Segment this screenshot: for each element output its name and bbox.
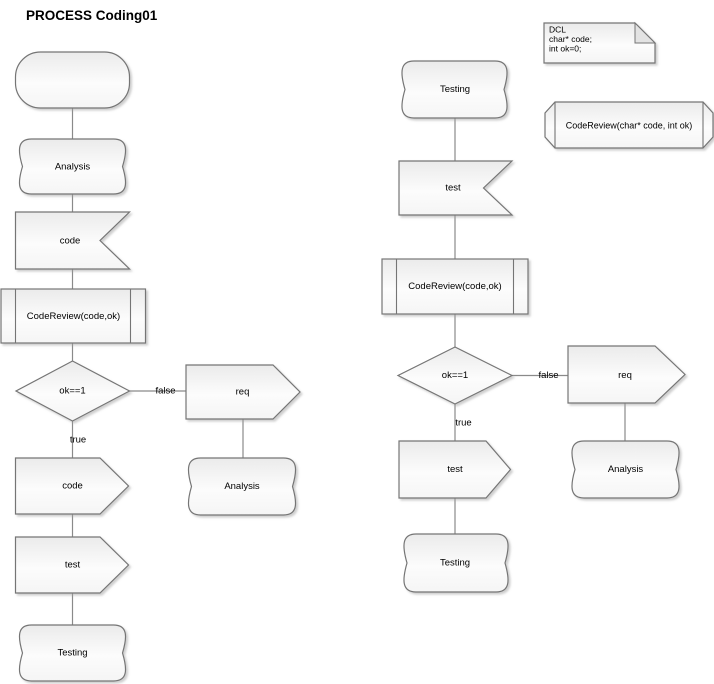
state-node-testing: Testing: [18, 624, 127, 682]
state-node-testing-top: Testing: [401, 60, 508, 119]
input-node-test-shape: [398, 160, 514, 216]
output-node-test-label: test: [65, 560, 81, 571]
state-node-analysis-label: Analysis: [608, 464, 644, 475]
output-node-code-label: code: [62, 481, 83, 492]
output-node-req: req: [567, 345, 686, 404]
state-node-analysis-shape: [18, 138, 127, 195]
decision-node-ok: ok==1: [14, 360, 131, 422]
procedure-call-inner-lines: [14, 289, 132, 343]
procedure-call-node-codereview-label: CodeReview(code,ok): [27, 311, 120, 322]
dcl-note-line-2: char* code;: [549, 34, 592, 44]
procedure-declaration-label: CodeReview(char* code, int ok): [566, 121, 693, 131]
output-node-test-shape: [398, 440, 512, 499]
state-node-testing-label: Testing: [57, 648, 87, 659]
false-branch-label: false: [155, 386, 175, 397]
procedure-call-node-codereview-shape: [381, 258, 529, 315]
start-node: [14, 51, 131, 109]
decision-node-ok-shape: [396, 346, 514, 405]
state-node-testing-shape: [18, 624, 127, 682]
decision-node-ok: ok==1: [396, 346, 514, 405]
input-node-test-label: test: [445, 183, 461, 194]
page-title: PROCESS Coding01: [26, 8, 158, 23]
output-node-code-shape: [14, 457, 130, 515]
right-flow: Testing test CodeReview(code,ok) ok==1 f…: [381, 60, 686, 593]
false-branch-label: false: [538, 370, 558, 381]
state-node-testing-bottom-shape: [403, 533, 509, 593]
dcl-note-line-1: DCL: [549, 25, 566, 35]
output-node-req-shape: [567, 345, 686, 404]
true-branch-label: true: [70, 435, 86, 446]
output-node-req: req: [185, 364, 301, 420]
dcl-note-fold: [634, 21, 657, 44]
state-node-analysis-2: Analysis: [187, 457, 297, 516]
output-node-test-label: test: [447, 464, 463, 475]
procedure-declaration-inner-lines: [554, 102, 704, 148]
state-node-analysis-2-shape: [187, 457, 297, 516]
procedure-call-node-codereview-label: CodeReview(code,ok): [408, 281, 501, 292]
input-node-code: code: [14, 211, 131, 270]
state-node-analysis-label: Analysis: [55, 162, 91, 173]
procedure-call-node-codereview-shape: [0, 288, 147, 344]
state-node-analysis: Analysis: [571, 440, 680, 499]
output-node-test-shape: [14, 536, 130, 594]
decision-node-ok-label: ok==1: [59, 386, 85, 397]
left-flow: Analysis code CodeReview(code,ok) ok==1 …: [0, 51, 301, 682]
decision-node-ok-label: ok==1: [442, 370, 468, 381]
dcl-note-shape: [543, 22, 656, 64]
output-node-test: test: [14, 536, 130, 594]
true-branch-label: true: [455, 418, 471, 429]
output-node-req-label: req: [618, 370, 632, 381]
procedure-declaration-node: CodeReview(char* code, int ok): [544, 101, 714, 149]
output-node-test: test: [398, 440, 512, 499]
output-node-req-label: req: [236, 387, 250, 398]
input-node-code-shape: [14, 211, 131, 270]
dcl-note-line-3: int ok=0;: [549, 44, 581, 54]
state-node-testing-bottom-label: Testing: [440, 558, 470, 569]
input-node-test: test: [398, 160, 514, 216]
procedure-call-node-codereview: CodeReview(code,ok): [0, 288, 147, 344]
procedure-call-inner-lines: [395, 259, 515, 314]
state-node-analysis: Analysis: [18, 138, 127, 195]
state-node-testing-top-label: Testing: [440, 84, 470, 95]
decision-node-ok-shape: [14, 360, 131, 422]
state-node-analysis-shape: [571, 440, 680, 499]
output-node-req-shape: [185, 364, 301, 420]
procedure-call-node-codereview: CodeReview(code,ok): [381, 258, 529, 315]
state-node-testing-top-shape: [401, 60, 508, 119]
input-node-code-label: code: [60, 236, 81, 247]
dcl-note: DCL char* code; int ok=0;: [543, 21, 657, 64]
output-node-code: code: [14, 457, 130, 515]
state-node-testing-bottom: Testing: [403, 533, 509, 593]
state-node-analysis-2-label: Analysis: [224, 481, 260, 492]
